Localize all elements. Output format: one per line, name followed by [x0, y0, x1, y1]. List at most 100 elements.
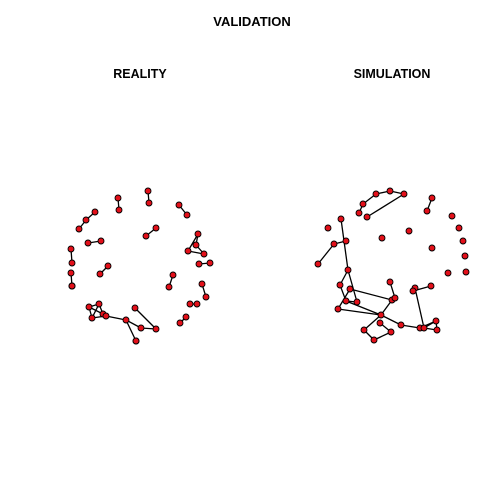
- reality-node-r34: [182, 313, 190, 321]
- simulation-edges: [317, 190, 438, 341]
- reality-node-r44: [131, 304, 139, 312]
- reality-node-r10: [152, 224, 160, 232]
- reality-node-r15: [68, 259, 76, 267]
- simulation-node-s13: [344, 266, 352, 274]
- simulation-node-s27: [432, 317, 440, 325]
- simulation-edge-s12-s13: [340, 218, 349, 271]
- reality-node-r9: [75, 225, 83, 233]
- panel-title-simulation: SIMULATION: [354, 67, 431, 81]
- reality-node-r46: [132, 337, 140, 345]
- simulation-node-s6: [363, 213, 371, 221]
- reality-node-r5: [175, 201, 183, 209]
- simulation-node-s12: [337, 215, 345, 223]
- simulation-edge-s5-s6: [366, 193, 405, 218]
- reality-node-r36: [85, 303, 93, 311]
- reality-node-r3: [114, 194, 122, 202]
- simulation-node-s15: [342, 297, 350, 305]
- reality-node-r14: [67, 245, 75, 253]
- reality-node-r20: [200, 250, 208, 258]
- reality-edge-r41-r45: [125, 319, 137, 342]
- simulation-node-s19: [370, 336, 378, 344]
- reality-node-r6: [183, 211, 191, 219]
- simulation-edge-s17-s25: [380, 314, 402, 326]
- simulation-node-s34: [391, 294, 399, 302]
- simulation-node-s31: [409, 287, 417, 295]
- simulation-edge-s23-s24: [349, 288, 393, 301]
- simulation-node-s10: [330, 240, 338, 248]
- reality-node-r7: [91, 208, 99, 216]
- reality-nodes: [67, 187, 214, 345]
- panel-title-reality: REALITY: [113, 67, 167, 81]
- reality-node-r1: [144, 187, 152, 195]
- reality-node-r13: [84, 239, 92, 247]
- simulation-edge-s9-s10: [317, 243, 335, 265]
- simulation-node-s22: [334, 305, 342, 313]
- simulation-node-s28: [433, 326, 441, 334]
- reality-node-r24: [169, 271, 177, 279]
- reality-node-r41: [122, 316, 130, 324]
- reality-node-r8: [82, 216, 90, 224]
- reality-node-r32: [193, 300, 201, 308]
- simulation-node-s41: [459, 237, 467, 245]
- reality-node-r29: [68, 282, 76, 290]
- simulation-nodes: [314, 187, 470, 344]
- reality-node-r40: [102, 312, 110, 320]
- simulation-edge-s17-s22: [337, 308, 382, 316]
- main-title: VALIDATION: [213, 14, 291, 29]
- simulation-node-s40: [455, 224, 463, 232]
- simulation-edge-s16-s13: [347, 269, 358, 303]
- reality-node-r39: [88, 314, 96, 322]
- simulation-node-s16: [353, 298, 361, 306]
- reality-node-r12: [97, 237, 105, 245]
- simulation-node-s23: [346, 285, 354, 293]
- simulation-edge-s15-s17: [345, 300, 382, 316]
- simulation-node-s11: [342, 237, 350, 245]
- simulation-node-s36: [378, 234, 386, 242]
- reality-node-r25: [165, 283, 173, 291]
- reality-node-r19: [192, 241, 200, 249]
- simulation-node-s14: [336, 281, 344, 289]
- simulation-node-s7: [428, 194, 436, 202]
- simulation-node-s4: [386, 187, 394, 195]
- reality-node-r21: [184, 247, 192, 255]
- reality-node-r11: [142, 232, 150, 240]
- simulation-edge-s29-s30: [414, 287, 425, 329]
- simulation-node-s39: [448, 212, 456, 220]
- reality-node-r43: [152, 325, 160, 333]
- simulation-node-s2: [359, 200, 367, 208]
- reality-node-r4: [115, 206, 123, 214]
- simulation-edge-s17-s18: [363, 314, 382, 331]
- reality-node-r35: [176, 319, 184, 327]
- simulation-node-s8: [423, 207, 431, 215]
- simulation-node-s25: [397, 321, 405, 329]
- simulation-node-s32: [427, 282, 435, 290]
- reality-node-r22: [206, 259, 214, 267]
- reality-node-r33: [186, 300, 194, 308]
- simulation-node-s35: [324, 224, 332, 232]
- reality-node-r23: [195, 260, 203, 268]
- simulation-node-s44: [444, 269, 452, 277]
- simulation-node-s43: [462, 268, 470, 276]
- simulation-node-s18: [360, 326, 368, 334]
- simulation-node-s42: [461, 252, 469, 260]
- simulation-node-s17: [377, 311, 385, 319]
- simulation-node-s33: [386, 278, 394, 286]
- simulation-node-s21: [376, 319, 384, 327]
- simulation-node-s20: [387, 328, 395, 336]
- simulation-node-s1: [355, 209, 363, 217]
- reality-node-r37: [95, 300, 103, 308]
- simulation-node-s5: [400, 190, 408, 198]
- simulation-node-s9: [314, 260, 322, 268]
- simulation-node-s3: [372, 190, 380, 198]
- reality-node-r2: [145, 199, 153, 207]
- simulation-node-s38: [428, 244, 436, 252]
- reality-node-r18: [194, 230, 202, 238]
- reality-node-r30: [198, 280, 206, 288]
- reality-node-r17: [96, 270, 104, 278]
- reality-node-r16: [104, 262, 112, 270]
- reality-node-r42: [137, 324, 145, 332]
- reality-node-r31: [202, 293, 210, 301]
- simulation-node-s37: [405, 227, 413, 235]
- reality-node-r26: [67, 269, 75, 277]
